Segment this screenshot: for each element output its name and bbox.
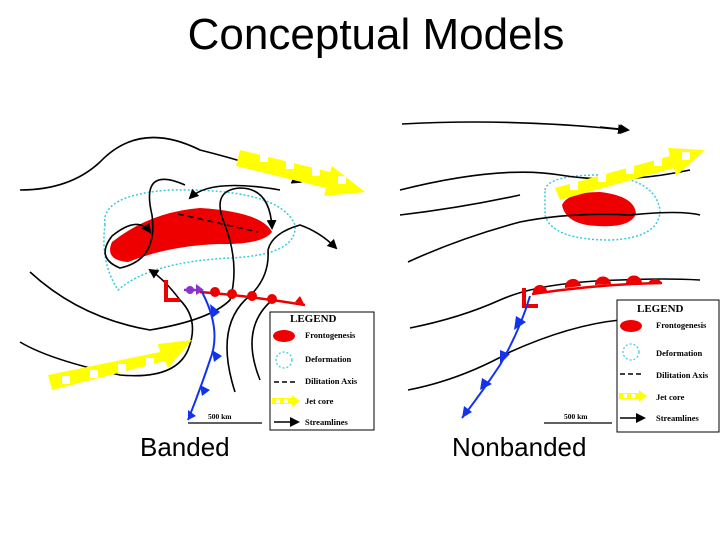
- jet-core-upper: [236, 150, 365, 196]
- legend-item-dilatation-axis: Dilitation Axis: [305, 376, 358, 386]
- legend-item-frontogenesis: Frontogenesis: [305, 330, 356, 340]
- legend-jet-core-swatch: [272, 395, 300, 407]
- caption-banded: Banded: [140, 432, 230, 462]
- legend-title: LEGEND: [290, 313, 337, 325]
- dilatation-axis: [177, 213, 259, 233]
- frontogenesis-area: [562, 192, 636, 227]
- jet-core-lower: [48, 340, 192, 390]
- legend-item-jet-core: Jet core: [656, 392, 685, 402]
- legend-item-jet-core: Jet core: [305, 396, 334, 406]
- legend: LEGEND Frontogenesis Deformation Dilitat…: [269, 311, 375, 431]
- legend-item-dilatation-axis: Dilitation Axis: [656, 370, 709, 380]
- warm-front: [531, 275, 663, 296]
- low-symbol: [164, 280, 180, 302]
- legend-title: LEGEND: [637, 303, 684, 315]
- streamline-arrow-1: [599, 124, 630, 135]
- occluded-front: [184, 284, 204, 295]
- legend-frontogenesis-swatch: [273, 330, 295, 342]
- scale-label: 500 km: [208, 412, 232, 421]
- legend-item-deformation: Deformation: [305, 354, 352, 364]
- scale-label: 500 km: [564, 412, 588, 421]
- legend: LEGEND Frontogenesis Deformation Dilitat…: [616, 299, 720, 433]
- warm-front: [199, 287, 306, 307]
- low-symbol: [522, 288, 538, 308]
- legend-item-deformation: Deformation: [656, 348, 703, 358]
- nonbanded-diagram: 500 km LEGEND Frontogenesis Deformation …: [399, 121, 720, 433]
- cold-front: [461, 295, 531, 419]
- page-title: Conceptual Models: [187, 10, 565, 59]
- deformation-zone: [103, 189, 296, 292]
- frontogenesis-area: [110, 208, 272, 262]
- legend-deformation-swatch: [622, 343, 640, 361]
- legend-deformation-swatch: [275, 351, 293, 369]
- legend-item-frontogenesis: Frontogenesis: [656, 320, 707, 330]
- caption-nonbanded: Nonbanded: [452, 432, 587, 462]
- cold-front: [187, 291, 222, 421]
- banded-diagram: 500 km LEGEND Frontogenesis Deformation …: [19, 136, 375, 431]
- jet-core: [555, 148, 705, 200]
- deformation-zone: [544, 174, 661, 241]
- legend-item-streamlines: Streamlines: [305, 417, 349, 427]
- legend-item-streamlines: Streamlines: [656, 413, 700, 423]
- legend-jet-core-swatch: [619, 390, 647, 402]
- legend-frontogenesis-swatch: [620, 320, 642, 332]
